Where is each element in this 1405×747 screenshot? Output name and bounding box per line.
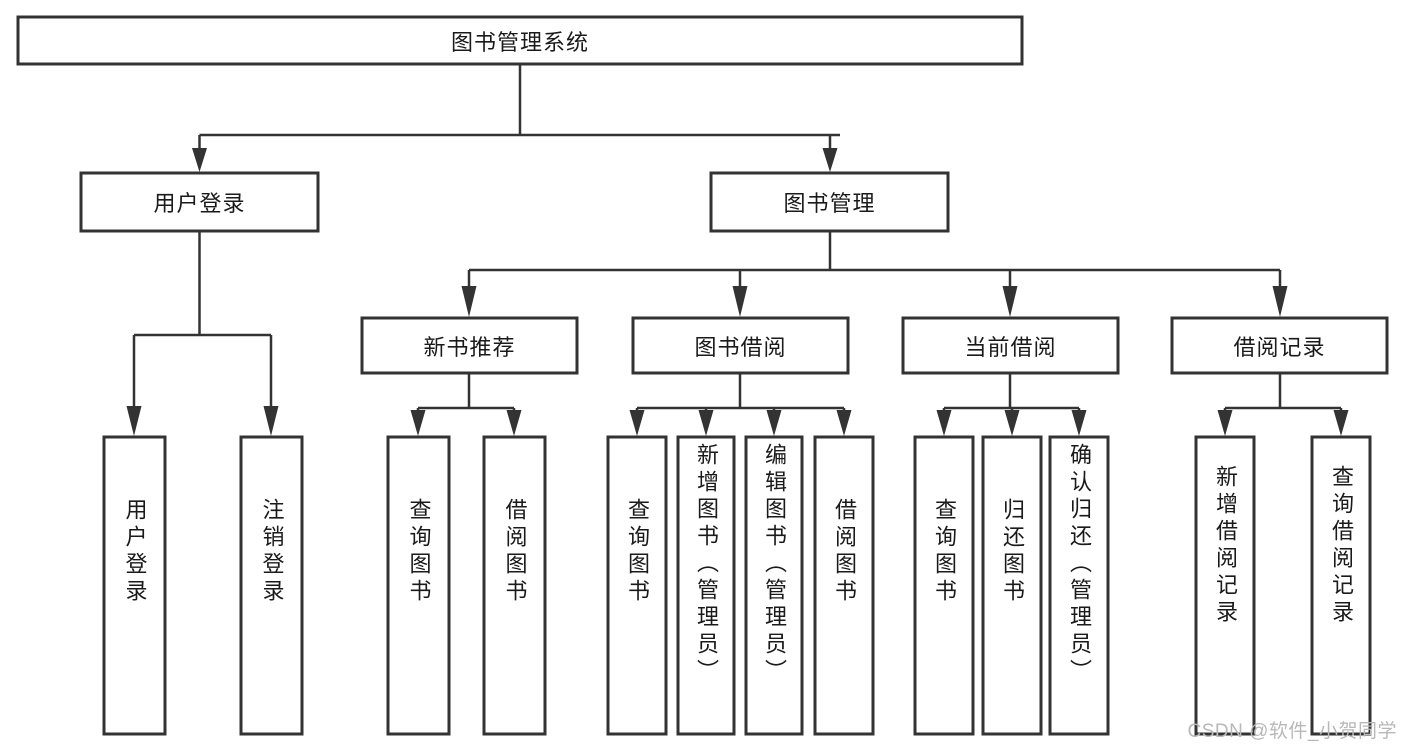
node-box-leaf-nb-borrow-book[interactable] [482, 435, 547, 736]
connector-group-user-login-leaves [126, 231, 279, 436]
connector-group-borrow-record-leaves [1217, 373, 1349, 436]
node-box-new-book-recommend[interactable] [360, 316, 579, 375]
arrowhead-user-login [192, 148, 207, 172]
node-box-book-manage[interactable] [709, 171, 950, 233]
arrowhead-br-query-record [1333, 410, 1349, 436]
arrowhead-new-book [461, 286, 477, 317]
connector-group-book-manage-to-level3 [461, 231, 1288, 317]
arrowhead-book-manage [822, 148, 838, 172]
arrowhead-bw-borrow-book [836, 410, 852, 436]
node-box-leaf-br-add-record[interactable] [1194, 435, 1256, 736]
arrowhead-cb-confirm-return [1071, 410, 1087, 436]
node-box-leaf-cb-query-book[interactable] [913, 435, 975, 736]
arrowhead-br-add-record [1217, 410, 1233, 436]
arrowhead-cb-return-book [1004, 410, 1020, 436]
node-box-leaf-cb-confirm-return[interactable] [1048, 435, 1110, 736]
node-box-leaf-bw-borrow-book[interactable] [813, 435, 875, 736]
arrowhead-borrow-record [1272, 286, 1288, 317]
connector-group-borrow-leaves [629, 373, 852, 436]
arrowhead-leaf-logout [263, 406, 279, 436]
node-box-leaf-br-query-record[interactable] [1310, 435, 1372, 736]
node-box-leaf-bw-query-book[interactable] [606, 435, 668, 736]
node-box-leaf-cb-return-book[interactable] [981, 435, 1043, 736]
arrowhead-bw-add-book [698, 410, 714, 436]
arrowhead-cb-query-book [936, 410, 952, 436]
node-box-leaf-bw-edit-book[interactable] [744, 435, 804, 736]
arrowhead-current-borrow [1002, 286, 1018, 317]
arrowhead-nb-borrow-book [506, 410, 522, 436]
node-box-leaf-logout[interactable] [239, 435, 304, 736]
connector-group-current-borrow-leaves [936, 373, 1087, 436]
arrowhead-borrow [732, 286, 748, 317]
arrowhead-bw-edit-book [766, 410, 782, 436]
arrowhead-leaf-user-login [126, 406, 142, 436]
node-box-leaf-bw-add-book[interactable] [676, 435, 736, 736]
node-box-borrow-record[interactable] [1170, 316, 1389, 375]
node-box-user-login[interactable] [79, 171, 320, 233]
arrowhead-bw-query-book [629, 410, 645, 436]
node-box-leaf-user-login[interactable] [102, 435, 167, 736]
node-box-leaf-nb-query-book[interactable] [386, 435, 451, 736]
node-box-root[interactable] [16, 15, 1024, 66]
connector-group-new-book-leaves [410, 373, 522, 436]
watermark-text: CSDN @软件_小贺同学 [1187, 721, 1397, 742]
arrowhead-nb-query-book [410, 410, 426, 436]
node-box-book-borrow[interactable] [631, 316, 850, 375]
connector-group-root-to-level2 [192, 64, 840, 172]
node-box-current-borrow[interactable] [901, 316, 1120, 375]
